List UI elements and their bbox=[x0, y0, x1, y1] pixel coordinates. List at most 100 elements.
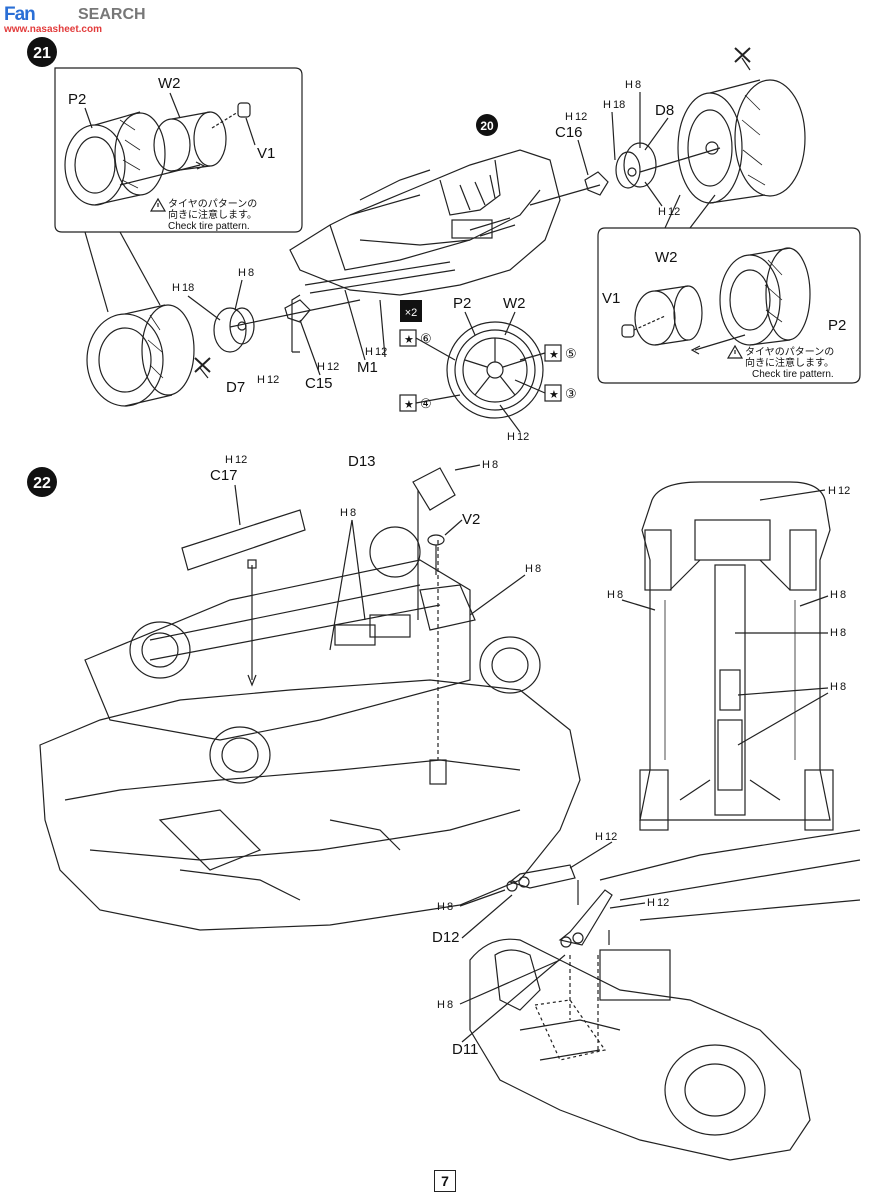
svg-text:H: H bbox=[830, 627, 838, 639]
svg-text:12: 12 bbox=[517, 431, 529, 443]
svg-text:8: 8 bbox=[447, 901, 453, 913]
step-21-badge: 21 bbox=[27, 37, 57, 67]
left-rear-wheel bbox=[86, 299, 311, 407]
svg-text:12: 12 bbox=[657, 897, 669, 909]
svg-text:8: 8 bbox=[840, 681, 846, 693]
watermark-search: SEARCH bbox=[78, 6, 146, 23]
label-v2: V2 bbox=[462, 511, 480, 528]
svg-text:★: ★ bbox=[549, 389, 559, 401]
label-w2: W2 bbox=[158, 75, 181, 92]
label-c17: C17 bbox=[210, 467, 238, 484]
svg-text:8: 8 bbox=[248, 267, 254, 279]
step22-leaders bbox=[234, 464, 646, 1043]
svg-text:12: 12 bbox=[838, 485, 850, 497]
svg-text:H: H bbox=[607, 589, 615, 601]
svg-text:H: H bbox=[365, 346, 373, 358]
label-p2: P2 bbox=[68, 91, 86, 108]
label-d13: D13 bbox=[348, 453, 376, 470]
label-c16: C16 bbox=[555, 124, 583, 141]
label-p2-right: P2 bbox=[828, 317, 846, 334]
wheel-decal-detail: ×2 bbox=[399, 300, 562, 419]
svg-text:H: H bbox=[238, 267, 246, 279]
svg-text:H: H bbox=[525, 563, 533, 575]
svg-text:12: 12 bbox=[327, 361, 339, 373]
svg-text:8: 8 bbox=[617, 589, 623, 601]
part-v2 bbox=[427, 534, 445, 575]
ref-step-20: 20 bbox=[480, 119, 494, 133]
label-w2-center: W2 bbox=[503, 295, 526, 312]
note-en-right: Check tire pattern. bbox=[752, 369, 834, 380]
decal-mark-3: ③ bbox=[565, 386, 577, 401]
label-d8: D8 bbox=[655, 102, 674, 119]
right-rear-wheel bbox=[584, 47, 806, 204]
page-number: 7 bbox=[434, 1170, 456, 1192]
car-underside bbox=[39, 526, 581, 931]
svg-text:H: H bbox=[225, 454, 233, 466]
svg-text:12: 12 bbox=[267, 374, 279, 386]
svg-text:H: H bbox=[257, 374, 265, 386]
svg-text:★: ★ bbox=[549, 349, 559, 361]
svg-text:H: H bbox=[595, 831, 603, 843]
watermark-brand: Fan bbox=[4, 4, 36, 25]
svg-text:H: H bbox=[437, 901, 445, 913]
decal-mark-5: ⑤ bbox=[565, 346, 577, 361]
svg-text:12: 12 bbox=[605, 831, 617, 843]
label-d12: D12 bbox=[432, 929, 460, 946]
note-jp-left: タイヤのパターンの bbox=[168, 198, 257, 210]
svg-text:H: H bbox=[340, 507, 348, 519]
svg-text:8: 8 bbox=[447, 999, 453, 1011]
svg-text:★: ★ bbox=[404, 399, 414, 411]
inset-right-wheel bbox=[597, 194, 861, 384]
svg-text:H: H bbox=[625, 79, 633, 91]
svg-text:21: 21 bbox=[33, 45, 51, 62]
label-d11: D11 bbox=[452, 1041, 478, 1058]
note-jp2-left: 向きに注意します。 bbox=[168, 208, 257, 221]
label-v1-right: V1 bbox=[602, 290, 620, 307]
svg-text:H: H bbox=[658, 206, 666, 218]
svg-text:H: H bbox=[172, 282, 180, 294]
svg-text:8: 8 bbox=[492, 459, 498, 471]
svg-text:12: 12 bbox=[575, 111, 587, 123]
chassis-frame bbox=[289, 114, 561, 296]
svg-text:18: 18 bbox=[613, 99, 625, 111]
note-jp2-right: 向きに注意します。 bbox=[745, 356, 834, 369]
step21-leaders bbox=[84, 92, 669, 433]
inset-left-wheel bbox=[54, 67, 303, 313]
svg-text:8: 8 bbox=[635, 79, 641, 91]
label-m1: M1 bbox=[357, 359, 378, 376]
part-d13 bbox=[412, 467, 456, 620]
svg-text:H: H bbox=[437, 999, 445, 1011]
svg-text:H: H bbox=[565, 111, 573, 123]
step-22-badge: 22 bbox=[27, 467, 57, 497]
svg-text:8: 8 bbox=[350, 507, 356, 519]
label-p2-center: P2 bbox=[453, 295, 471, 312]
label-c15: C15 bbox=[305, 375, 333, 392]
svg-text:H: H bbox=[830, 589, 838, 601]
decal-mark-4: ④ bbox=[420, 396, 432, 411]
label-v1: V1 bbox=[257, 145, 275, 162]
topview-leaders bbox=[621, 489, 829, 746]
label-w2-right: W2 bbox=[655, 249, 678, 266]
svg-text:H: H bbox=[828, 485, 836, 497]
watermark-site: www.nasasheet.com bbox=[4, 24, 102, 35]
svg-text:H: H bbox=[482, 459, 490, 471]
svg-text:H: H bbox=[603, 99, 611, 111]
svg-text:22: 22 bbox=[33, 475, 51, 492]
svg-text:H: H bbox=[647, 897, 655, 909]
svg-text:8: 8 bbox=[840, 589, 846, 601]
axle-shafts bbox=[229, 147, 721, 353]
part-c17 bbox=[181, 509, 306, 571]
note-en-left: Check tire pattern. bbox=[168, 221, 250, 232]
svg-text:H: H bbox=[830, 681, 838, 693]
svg-text:8: 8 bbox=[535, 563, 541, 575]
svg-text:★: ★ bbox=[404, 334, 414, 346]
svg-text:12: 12 bbox=[668, 206, 680, 218]
note-jp-right: タイヤのパターンの bbox=[745, 346, 834, 358]
svg-text:×2: ×2 bbox=[405, 307, 418, 319]
